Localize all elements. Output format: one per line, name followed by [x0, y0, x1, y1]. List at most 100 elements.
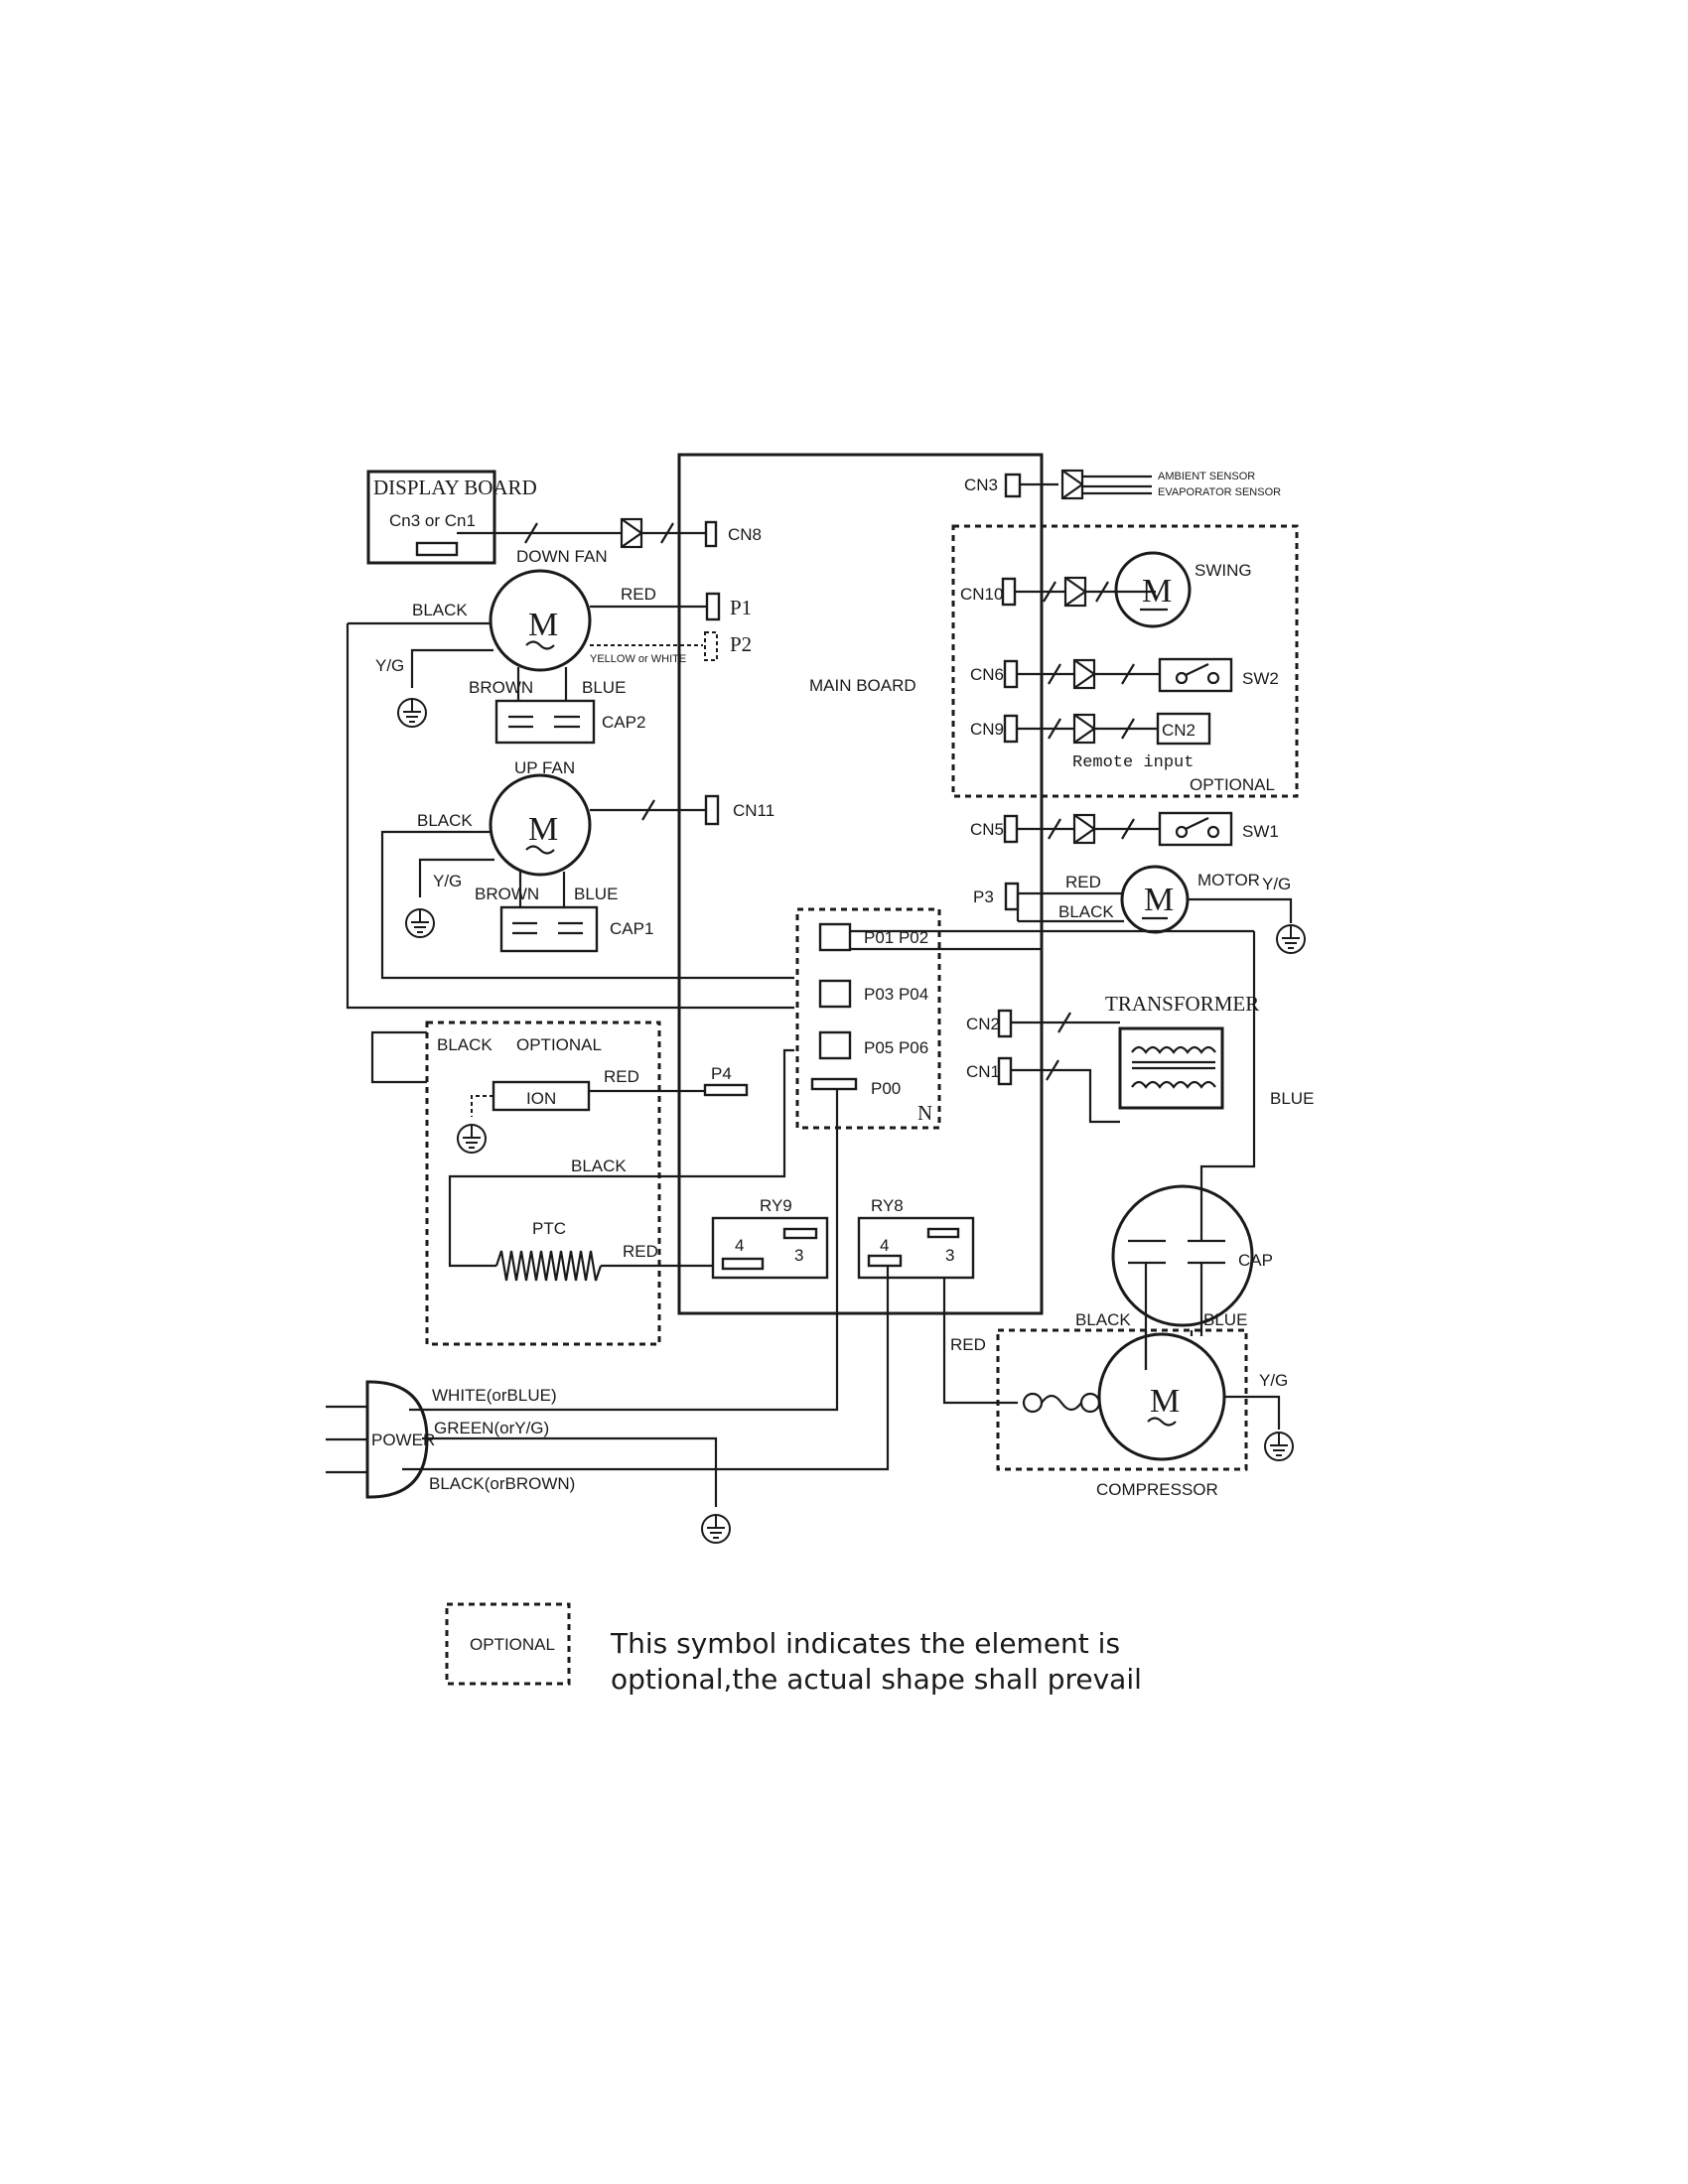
legend-line-1: This symbol indicates the element is — [611, 1627, 1121, 1660]
n-label: N — [917, 1101, 932, 1125]
up-fan-blue-label: BLUE — [574, 885, 618, 903]
up-fan-brown-label: BROWN — [475, 885, 539, 903]
compressor: BLACK BLUE M RED COMPRESSOR Y/G — [942, 1278, 1294, 1499]
ry9-label: RY9 — [760, 1196, 792, 1215]
white-blue-label: WHITE(orBLUE) — [432, 1386, 557, 1405]
main-board-label: MAIN BOARD — [809, 676, 916, 695]
main-board: MAIN BOARD — [677, 453, 1044, 1315]
compressor-black-label: BLACK — [1075, 1310, 1131, 1329]
ptc-black-label: BLACK — [571, 1157, 627, 1175]
cap1-label: CAP1 — [610, 919, 653, 938]
black-brown-label: BLACK(orBROWN) — [429, 1474, 575, 1493]
compressor-yg-label: Y/G — [1259, 1371, 1288, 1390]
motor-yg-label: Y/G — [1262, 875, 1291, 893]
cap2-label: CAP2 — [602, 713, 645, 732]
cn6-label: CN6 — [970, 665, 1004, 684]
transformer-label: TRANSFORMER — [1105, 992, 1259, 1016]
sensor-connector: CN3 AMBIENT SENSOR EVAPORATOR SENSOR — [964, 469, 1281, 500]
sw2-label: SW2 — [1242, 669, 1279, 688]
display-connector — [415, 541, 459, 557]
down-fan-yg-label: Y/G — [375, 656, 404, 675]
pump-motor: P3 RED BLACK M MOTOR Y/G — [973, 865, 1306, 954]
ry8-pin3-label: 3 — [945, 1246, 954, 1265]
ambient-sensor-label: AMBIENT SENSOR — [1158, 471, 1255, 482]
ry9-pin3-label: 3 — [794, 1246, 803, 1265]
swing-label: SWING — [1195, 561, 1252, 580]
compressor-enclosure — [996, 1328, 1248, 1471]
optional-right-label: OPTIONAL — [1190, 775, 1275, 794]
compressor-capacitor: CAP — [1111, 1184, 1273, 1370]
ion-red-label: RED — [604, 1067, 639, 1086]
blue-wire — [1199, 931, 1256, 1186]
cn9-label: CN9 — [970, 720, 1004, 739]
cn11-label: CN11 — [733, 801, 774, 820]
cn2-label: CN2 — [966, 1015, 1000, 1033]
p05-p06-label: P05 P06 — [864, 1038, 928, 1057]
transformer: TRANSFORMER CN2 CN1 — [966, 992, 1259, 1124]
up-fan-motor-symbol: M — [528, 811, 558, 848]
power-plug: POWER WHITE(orBLUE) GREEN(orY/G) BLACK(o… — [326, 1089, 890, 1544]
optional-group-right — [951, 524, 1299, 798]
sw1-switch: CN5 SW1 — [970, 811, 1279, 847]
ptc-red-label: RED — [623, 1242, 658, 1261]
ry9-pin4-label: 4 — [735, 1236, 744, 1255]
motor-black-label: BLACK — [1058, 902, 1114, 921]
up-fan-yg-label: Y/G — [433, 872, 462, 890]
down-fan-blue-label: BLUE — [582, 678, 626, 697]
cn5-label: CN5 — [970, 820, 1004, 839]
swing-motor-symbol: M — [1142, 573, 1172, 610]
down-fan-brown-label: BROWN — [469, 678, 533, 697]
ry8-label: RY8 — [871, 1196, 904, 1215]
down-fan: DOWN FAN M RED P1 YELLOW or WHITE P2 BLA… — [348, 547, 752, 745]
relay-ry9: RY9 4 3 — [711, 1196, 829, 1280]
p1-label: P1 — [730, 596, 752, 619]
ptc-label: PTC — [532, 1219, 566, 1238]
remote-input: CN9 CN2 Remote input OPTIONAL — [970, 712, 1275, 794]
optional-group-left — [425, 1021, 661, 1346]
up-fan-black-label: BLACK — [417, 811, 473, 830]
cn10-label: CN10 — [960, 585, 1003, 604]
pump-motor-symbol: M — [1144, 882, 1174, 918]
legend-box-label: OPTIONAL — [470, 1635, 555, 1654]
p00-label: P00 — [871, 1079, 901, 1098]
cn3-label: CN3 — [964, 476, 998, 494]
remote-input-label: Remote input — [1072, 753, 1194, 772]
fan-return-wire — [346, 623, 794, 1010]
p2-label: P2 — [730, 632, 752, 656]
optional-left-label: OPTIONAL — [516, 1035, 602, 1054]
ion-black-label: BLACK — [437, 1035, 492, 1054]
p03-p04-label: P03 P04 — [864, 985, 928, 1004]
ion-label: ION — [526, 1089, 556, 1108]
up-fan-label: UP FAN — [514, 758, 575, 777]
down-fan-motor-symbol: M — [528, 607, 558, 643]
cn8-label: CN8 — [728, 525, 762, 544]
evaporator-sensor-label: EVAPORATOR SENSOR — [1158, 486, 1281, 498]
ry8-pin4-label: 4 — [880, 1236, 889, 1255]
up-fan: UP FAN M CN11 BLACK Y/G BROWN BLUE CAP1 — [380, 758, 794, 980]
down-fan-red-label: RED — [621, 585, 656, 604]
down-fan-black-label: BLACK — [412, 601, 468, 619]
sw2-switch: CN6 SW2 — [970, 657, 1279, 693]
compressor-blue-label: BLUE — [1203, 1310, 1247, 1329]
motor-red-label: RED — [1065, 873, 1101, 891]
relay-output-area — [795, 907, 941, 1130]
display-conn-label: Cn3 or Cn1 — [389, 511, 476, 530]
cn8-wire: CN8 — [457, 517, 762, 549]
blue-wire-label: BLUE — [1270, 1089, 1314, 1108]
yellow-white-label: YELLOW or WHITE — [590, 653, 686, 665]
green-yg-label: GREEN(orY/G) — [434, 1419, 549, 1437]
legend-description: This symbol indicates the element is opt… — [611, 1626, 1306, 1698]
p01-p02-label: P01 P02 — [864, 928, 928, 947]
p3-label: P3 — [973, 887, 994, 906]
compressor-motor-symbol: M — [1150, 1383, 1180, 1420]
cn2-remote-label: CN2 — [1162, 721, 1196, 740]
display-board: DISPLAY BOARD Cn3 or Cn1 — [366, 470, 537, 565]
legend: OPTIONAL — [445, 1602, 571, 1686]
down-fan-label: DOWN FAN — [516, 547, 608, 566]
output-terminals: P01 P02 P03 P04 P05 P06 P00 N — [810, 922, 1254, 1125]
ion-heater-group: BLACK OPTIONAL RED ION P4 BLACK PTC RED — [370, 1030, 794, 1282]
motor-label: MOTOR — [1197, 871, 1260, 889]
power-label: POWER — [371, 1431, 435, 1449]
display-board-label: DISPLAY BOARD — [373, 476, 537, 499]
sw1-label: SW1 — [1242, 822, 1279, 841]
